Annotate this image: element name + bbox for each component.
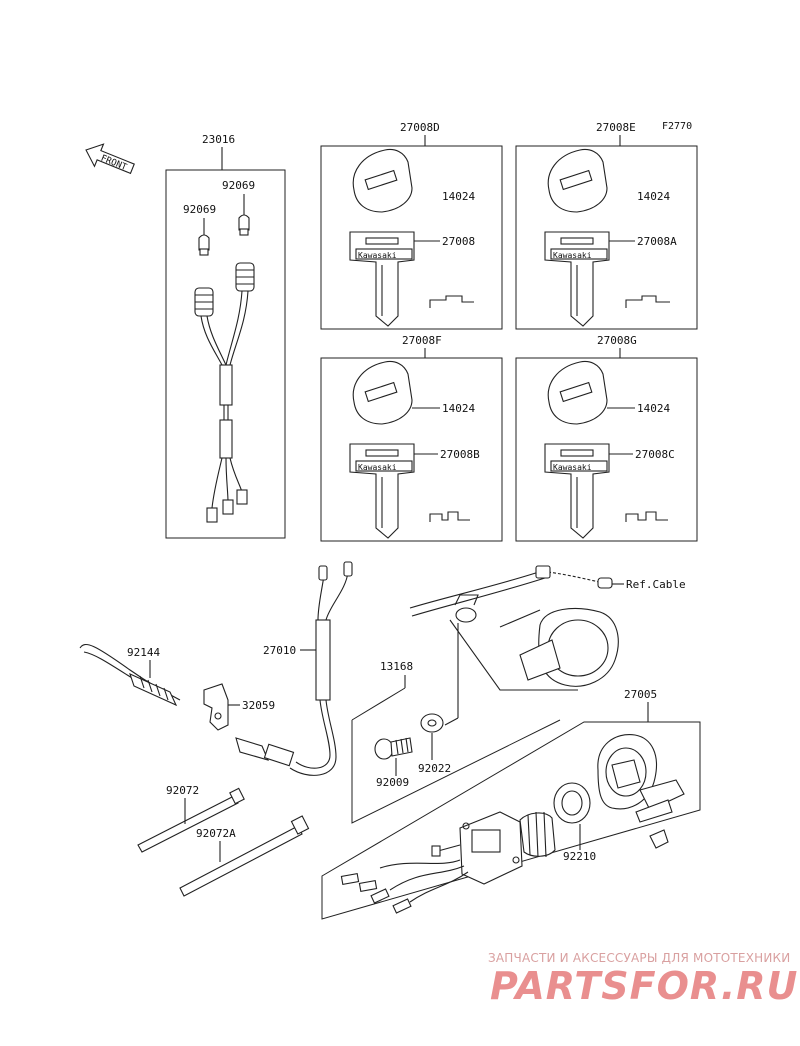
harness-box bbox=[165, 169, 286, 539]
key-icon: Kawasaki bbox=[544, 360, 668, 539]
watermark-line1: ЗАПЧАСТИ И АКСЕССУАРЫ ДЛЯ МОТОТЕХНИКИ bbox=[488, 951, 791, 965]
ignition-switch-upper-icon bbox=[449, 607, 619, 691]
key-set-g: 27008G Kawasaki 14024 27008C bbox=[515, 334, 698, 542]
switch-lead-icon bbox=[235, 561, 353, 776]
bracket-icon bbox=[203, 683, 229, 731]
washer-icon bbox=[420, 713, 444, 733]
holder-group: 13168 bbox=[351, 623, 561, 824]
label-key-set-f[interactable]: 27008F bbox=[402, 334, 442, 347]
figure-code: F2770 bbox=[662, 121, 692, 132]
cable-clip-icon bbox=[455, 607, 477, 623]
key-brand-text: Kawasaki bbox=[553, 463, 592, 472]
key-set-e-box bbox=[515, 145, 698, 330]
label-bulb-a[interactable]: 92069 bbox=[222, 179, 255, 192]
key-brand-text: Kawasaki bbox=[553, 251, 592, 260]
key-icon: Kawasaki bbox=[349, 360, 470, 539]
label-key-blank-f[interactable]: 27008B bbox=[440, 448, 480, 461]
key-set-d: 27008D Kawasaki 14024 27008 bbox=[320, 121, 503, 330]
key-icon: Kawasaki bbox=[349, 148, 474, 327]
label-key-blank-g[interactable]: 27008C bbox=[635, 448, 675, 461]
front-arrow-icon: FRONT bbox=[85, 143, 135, 175]
clamp-icon bbox=[137, 787, 310, 897]
label-key-blank-e[interactable]: 27008A bbox=[637, 235, 677, 248]
label-key-set-g[interactable]: 27008G bbox=[597, 334, 637, 347]
label-bulb-b[interactable]: 92069 bbox=[183, 203, 216, 216]
label-nut[interactable]: 92210 bbox=[563, 850, 596, 863]
key-set-g-box bbox=[515, 357, 698, 542]
key-brand-text: Kawasaki bbox=[358, 251, 397, 260]
label-cable-rod[interactable]: 92144 bbox=[127, 646, 160, 659]
ignition-switch-icon bbox=[340, 811, 556, 914]
label-key-cap-d[interactable]: 14024 bbox=[442, 190, 475, 203]
harness-group: 23016 92069 92069 bbox=[165, 133, 286, 539]
screw-icon bbox=[374, 737, 413, 760]
label-ref-cable[interactable]: Ref.Cable bbox=[626, 578, 686, 591]
bulb-icon bbox=[198, 214, 250, 256]
key-icon: Kawasaki bbox=[544, 148, 670, 327]
nut-icon bbox=[553, 782, 591, 824]
label-key-set-e[interactable]: 27008E bbox=[596, 121, 636, 134]
wire-harness-icon bbox=[194, 262, 255, 523]
label-holder[interactable]: 13168 bbox=[380, 660, 413, 673]
label-ignition-switch[interactable]: 27005 bbox=[624, 688, 657, 701]
key-set-f: 27008F Kawasaki 14024 27008B bbox=[320, 334, 503, 542]
label-key-cap-e[interactable]: 14024 bbox=[637, 190, 670, 203]
key-set-e: 27008E Kawasaki 14024 27008A bbox=[515, 121, 698, 330]
key-set-d-box bbox=[320, 145, 503, 330]
label-switch-lead[interactable]: 27010 bbox=[263, 644, 296, 657]
label-key-blank-d[interactable]: 27008 bbox=[442, 235, 475, 248]
label-key-cap-g[interactable]: 14024 bbox=[637, 402, 670, 415]
label-bracket[interactable]: 32059 bbox=[242, 699, 275, 712]
label-harness-group[interactable]: 23016 bbox=[202, 133, 235, 146]
ignition-switch-group: 27005 bbox=[321, 688, 701, 920]
cable-rod-icon bbox=[79, 643, 181, 707]
watermark-logo: PARTSFOR.RU bbox=[490, 964, 799, 1008]
label-key-cap-f[interactable]: 14024 bbox=[442, 402, 475, 415]
key-brand-text: Kawasaki bbox=[358, 463, 397, 472]
label-clamp[interactable]: 92072 bbox=[166, 784, 199, 797]
ref-cable: Ref.Cable bbox=[409, 565, 686, 623]
label-key-set-d[interactable]: 27008D bbox=[400, 121, 440, 134]
lock-cylinder-icon bbox=[597, 734, 685, 849]
label-washer[interactable]: 92022 bbox=[418, 762, 451, 775]
label-screw[interactable]: 92009 bbox=[376, 776, 409, 789]
key-set-f-box bbox=[320, 357, 503, 542]
label-clamp-a[interactable]: 92072A bbox=[196, 827, 236, 840]
